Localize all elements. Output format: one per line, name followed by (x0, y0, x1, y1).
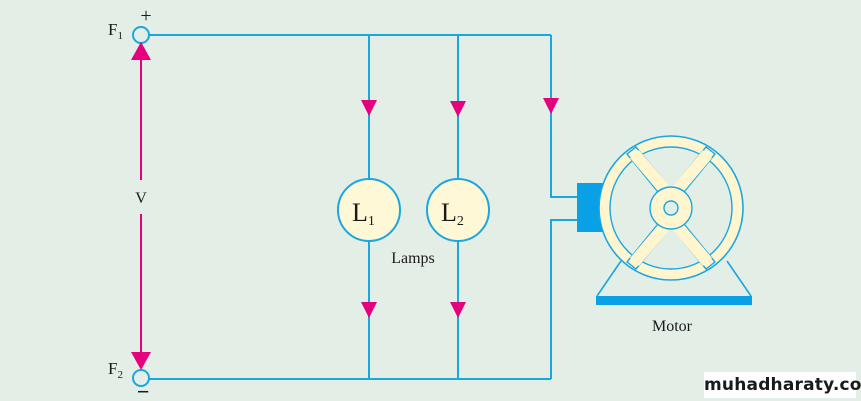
motor-foot-left (596, 260, 622, 297)
motor-branch-top (550, 35, 578, 198)
voltage-label: V (135, 190, 147, 207)
lamp1-label: L1 (352, 198, 375, 229)
current-arrow-lamp2-top (450, 101, 466, 117)
motor (577, 135, 752, 305)
terminal-f1 (132, 26, 150, 44)
voltage-arrow-down-head (131, 352, 151, 370)
motor-base (596, 296, 752, 305)
motor-foot-right (726, 260, 752, 297)
terminal-f2-label: F2 (108, 359, 123, 381)
voltage-arrow-up-head (131, 42, 151, 60)
motor-shaft (663, 200, 679, 216)
lamp-2 (426, 178, 490, 242)
motor-branch-bottom (550, 219, 578, 379)
current-arrow-lamp2-bottom (450, 302, 466, 318)
watermark: muhadharaty.com (704, 372, 861, 398)
current-arrow-motor (543, 98, 559, 114)
motor-caption: Motor (652, 318, 693, 335)
terminal-f1-label: F1 (108, 20, 123, 42)
lamp-1 (337, 178, 401, 242)
current-arrows (361, 98, 559, 318)
positive-polarity-label: + (140, 5, 151, 27)
lamp2-label: L2 (441, 198, 464, 229)
current-arrow-lamp1-top (361, 100, 377, 116)
voltage-arrow (131, 42, 151, 370)
current-arrow-lamp1-bottom (361, 302, 377, 318)
negative-polarity-label: − (137, 379, 150, 401)
lamps-caption: Lamps (391, 250, 435, 267)
